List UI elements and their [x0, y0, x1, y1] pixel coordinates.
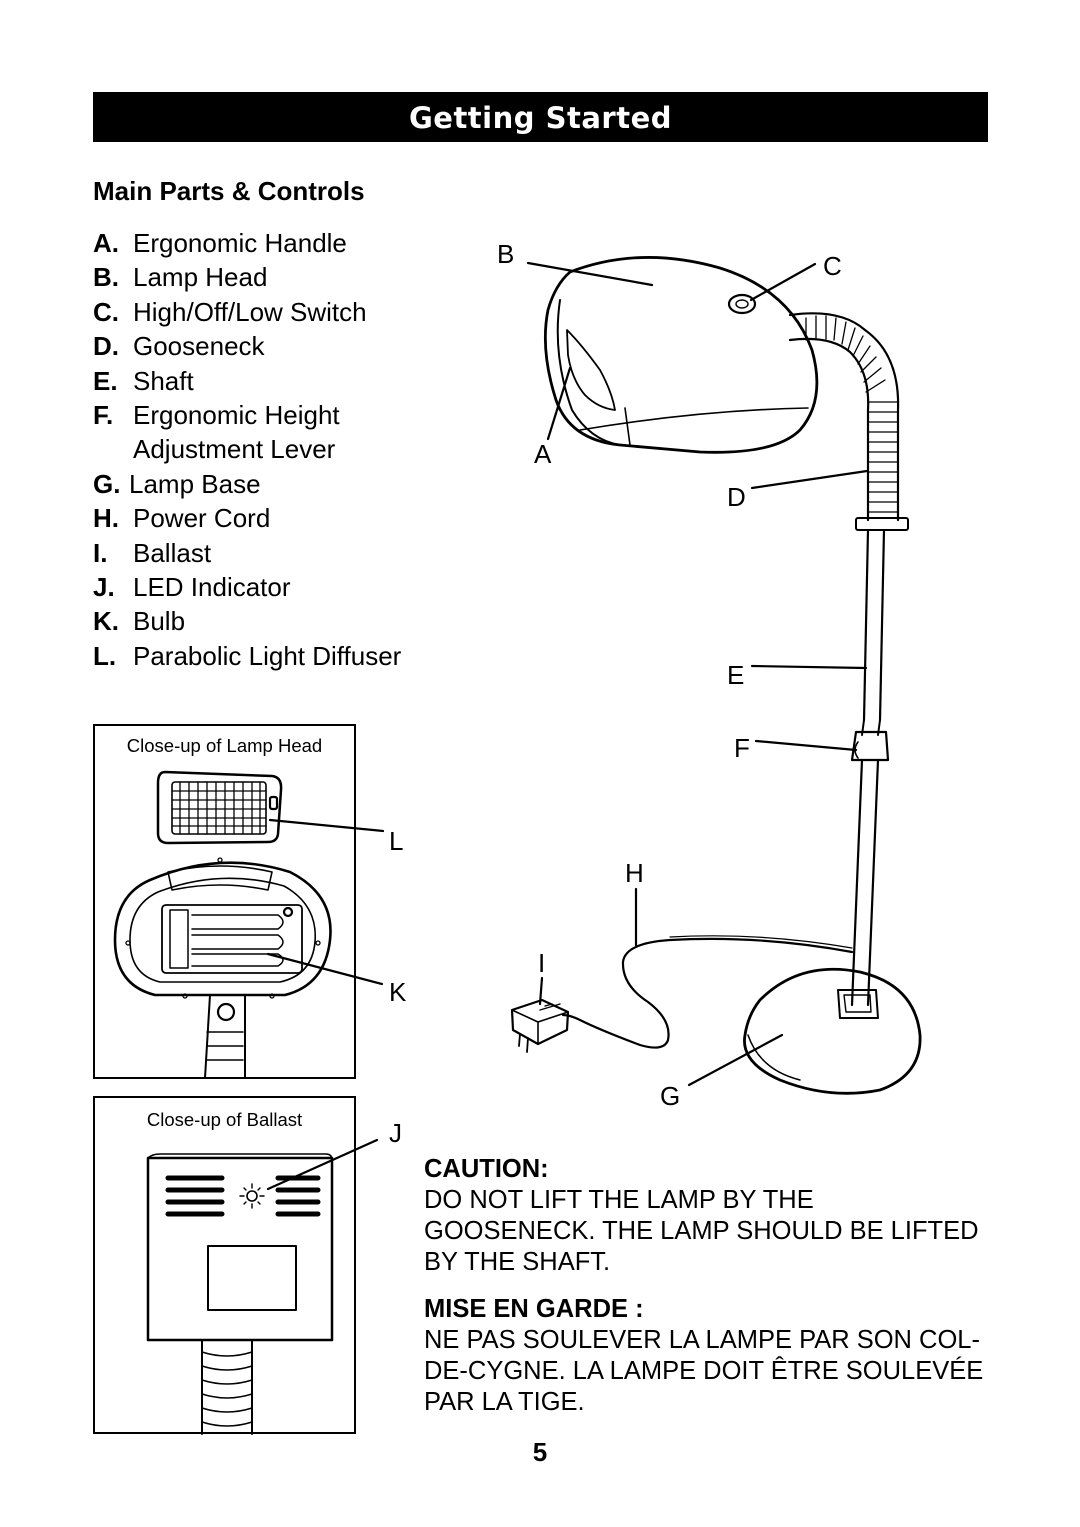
part-name: Ergonomic Handle	[133, 228, 347, 258]
ballast-closeup-caption: Close-up of Ballast	[146, 1109, 303, 1130]
part-letter: L.	[93, 640, 117, 671]
callout-label-h: H	[625, 858, 644, 888]
part-name: Shaft	[133, 365, 194, 396]
part-name: LED Indicator	[133, 572, 291, 603]
part-letter: G.	[93, 468, 121, 499]
callout-label-e: E	[727, 660, 745, 690]
caution-notice-fr: MISE EN GARDE : NE PAS SOULEVER LA LAMPE…	[424, 1294, 984, 1418]
part-letter: D.	[93, 331, 119, 362]
part-item-i: I. Ballast	[93, 536, 401, 570]
part-item-f: F. Ergonomic Height Adjustment Lever	[93, 398, 401, 467]
callout-label-c: C	[823, 251, 842, 281]
page-number: 5	[532, 1437, 548, 1467]
part-item-g: G. Lamp Base	[93, 467, 401, 501]
part-letter: C.	[93, 296, 119, 327]
callout-line-a	[546, 366, 572, 441]
caution-text-en: DO NOT LIFT THE LAMP BY THE GOOSENECK. T…	[424, 1186, 979, 1276]
part-name: Ergonomic Height Adjustment Lever	[133, 400, 340, 465]
callout-line-i	[538, 976, 544, 1006]
part-name: Power Cord	[133, 503, 271, 534]
part-letter: B.	[93, 262, 119, 293]
part-letter: H.	[93, 503, 119, 534]
caution-title-en: CAUTION:	[424, 1155, 549, 1183]
part-item-b: B. Lamp Head	[93, 260, 401, 294]
part-item-d: D. Gooseneck	[93, 329, 401, 363]
lamp-base-illustration	[743, 967, 922, 1095]
part-name: Parabolic Light Diffuser	[133, 640, 402, 671]
callout-label-b: B	[497, 239, 515, 269]
callout-label-d: D	[727, 482, 746, 512]
part-letter: J.	[93, 572, 115, 603]
power-cord-illustration	[561, 935, 854, 1049]
callout-line-f	[754, 739, 858, 752]
callout-label-g: G	[660, 1081, 681, 1111]
ballast-closeup-box: Close-up of Ballast	[93, 1096, 356, 1434]
part-name: Ballast	[133, 537, 212, 568]
part-letter: E.	[93, 365, 118, 396]
callout-line-b	[526, 261, 654, 287]
part-item-c: C. High/Off/Low Switch	[93, 295, 401, 329]
ballast-closeup-illustration	[146, 1153, 334, 1435]
part-letter: K.	[93, 606, 119, 637]
callout-line-g	[687, 1033, 784, 1087]
part-name: Bulb	[133, 606, 186, 637]
callout-label-a: A	[534, 439, 552, 469]
part-name: Gooseneck	[133, 331, 265, 362]
shaft-illustration	[850, 528, 890, 1007]
callout-line-c	[749, 262, 817, 302]
section-header-bar: Getting Started	[93, 92, 988, 142]
callout-label-k: K	[389, 977, 407, 1007]
part-item-l: L. Parabolic Light Diffuser	[93, 639, 401, 673]
callout-line-k	[266, 952, 384, 986]
part-letter: F.	[93, 400, 114, 431]
lamp-head-illustration	[543, 256, 819, 454]
caution-title-fr: MISE EN GARDE :	[424, 1295, 644, 1323]
part-item-a: A. Ergonomic Handle	[93, 226, 401, 260]
callout-line-d	[750, 469, 869, 490]
callout-line-e	[750, 664, 868, 670]
part-name: High/Off/Low Switch	[133, 296, 367, 327]
lamp-head-open-illustration	[113, 857, 332, 1079]
part-item-e: E. Shaft	[93, 364, 401, 398]
diffuser-grid-illustration	[156, 770, 283, 845]
part-item-k: K. Bulb	[93, 604, 401, 638]
header-title: Getting Started	[408, 101, 673, 135]
parts-list: A. Ergonomic Handle B. Lamp Head C. High/Of…	[93, 226, 401, 673]
caution-text-fr: NE PAS SOULEVER LA LAMPE PAR SON COL-DE-…	[424, 1326, 984, 1416]
caution-notice-en: CAUTION: DO NOT LIFT THE LAMP BY THE GOO…	[424, 1154, 984, 1278]
callout-label-l: L	[389, 826, 404, 856]
lamp-head-closeup-caption: Close-up of Lamp Head	[126, 735, 323, 756]
callout-label-i: I	[538, 948, 546, 978]
callout-line-j	[266, 1138, 379, 1191]
part-name: Lamp Head	[133, 262, 268, 293]
callout-label-f: F	[734, 733, 750, 763]
part-name: Lamp Base	[129, 468, 261, 499]
callout-line-l	[268, 818, 385, 833]
callout-label-j: J	[389, 1118, 402, 1148]
part-letter: A.	[93, 228, 119, 258]
main-parts-heading: Main Parts & Controls	[93, 176, 365, 206]
ballast-adapter-illustration	[510, 998, 570, 1053]
part-letter: I.	[93, 537, 108, 568]
gooseneck-illustration	[788, 312, 909, 531]
part-item-j: J. LED Indicator	[93, 570, 401, 604]
part-item-h: H. Power Cord	[93, 501, 401, 535]
